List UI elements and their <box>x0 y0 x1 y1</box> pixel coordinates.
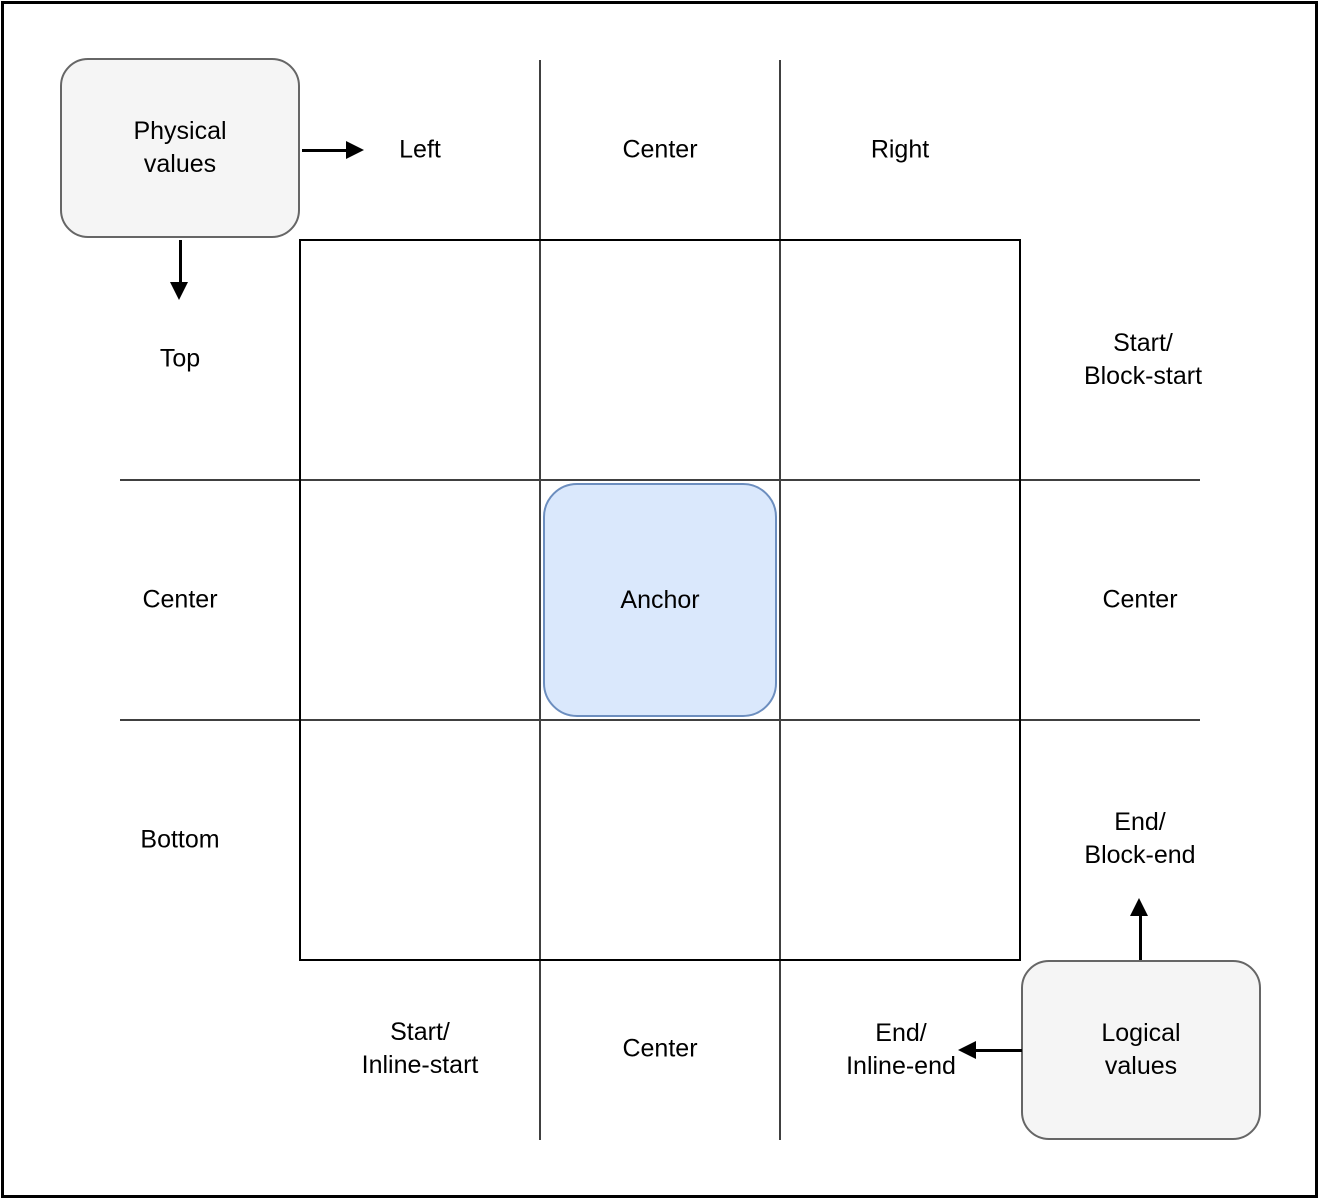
label-center-column: Center <box>622 135 698 164</box>
arrow-head-down-icon <box>170 282 188 300</box>
label-start-inline-start: Start/ Inline-start <box>361 1018 479 1079</box>
label-top: Top <box>159 344 201 373</box>
grid-horizontal-line-top <box>120 479 1200 481</box>
label-right: Right <box>870 135 930 164</box>
label-start-block-start: Start/ Block-start <box>1083 329 1203 390</box>
grid-vertical-line-right <box>779 60 781 1140</box>
arrow-head-left-icon <box>958 1041 976 1059</box>
arrow-shaft <box>302 149 348 152</box>
label-end-inline-end: End/ Inline-end <box>846 1019 956 1080</box>
anchor-box: Anchor <box>543 483 777 717</box>
logical-values-box: Logical values <box>1021 960 1261 1140</box>
arrow-shaft <box>976 1049 1022 1052</box>
grid-horizontal-line-bottom <box>120 719 1200 721</box>
label-center-row: Center <box>142 585 218 614</box>
arrow-shaft <box>179 240 182 284</box>
label-left: Left <box>399 135 441 164</box>
target-area-rectangle <box>299 239 1021 961</box>
label-end-block-end: End/ Block-end <box>1084 808 1196 869</box>
arrow-head-up-icon <box>1130 898 1148 916</box>
label-logical-center-column: Center <box>622 1034 698 1063</box>
physical-values-box: Physical values <box>60 58 300 238</box>
label-bottom: Bottom <box>140 825 220 854</box>
arrow-shaft <box>1139 916 1142 960</box>
grid-vertical-line-left <box>539 60 541 1140</box>
arrow-head-right-icon <box>346 141 364 159</box>
label-logical-center-row: Center <box>1102 585 1178 614</box>
